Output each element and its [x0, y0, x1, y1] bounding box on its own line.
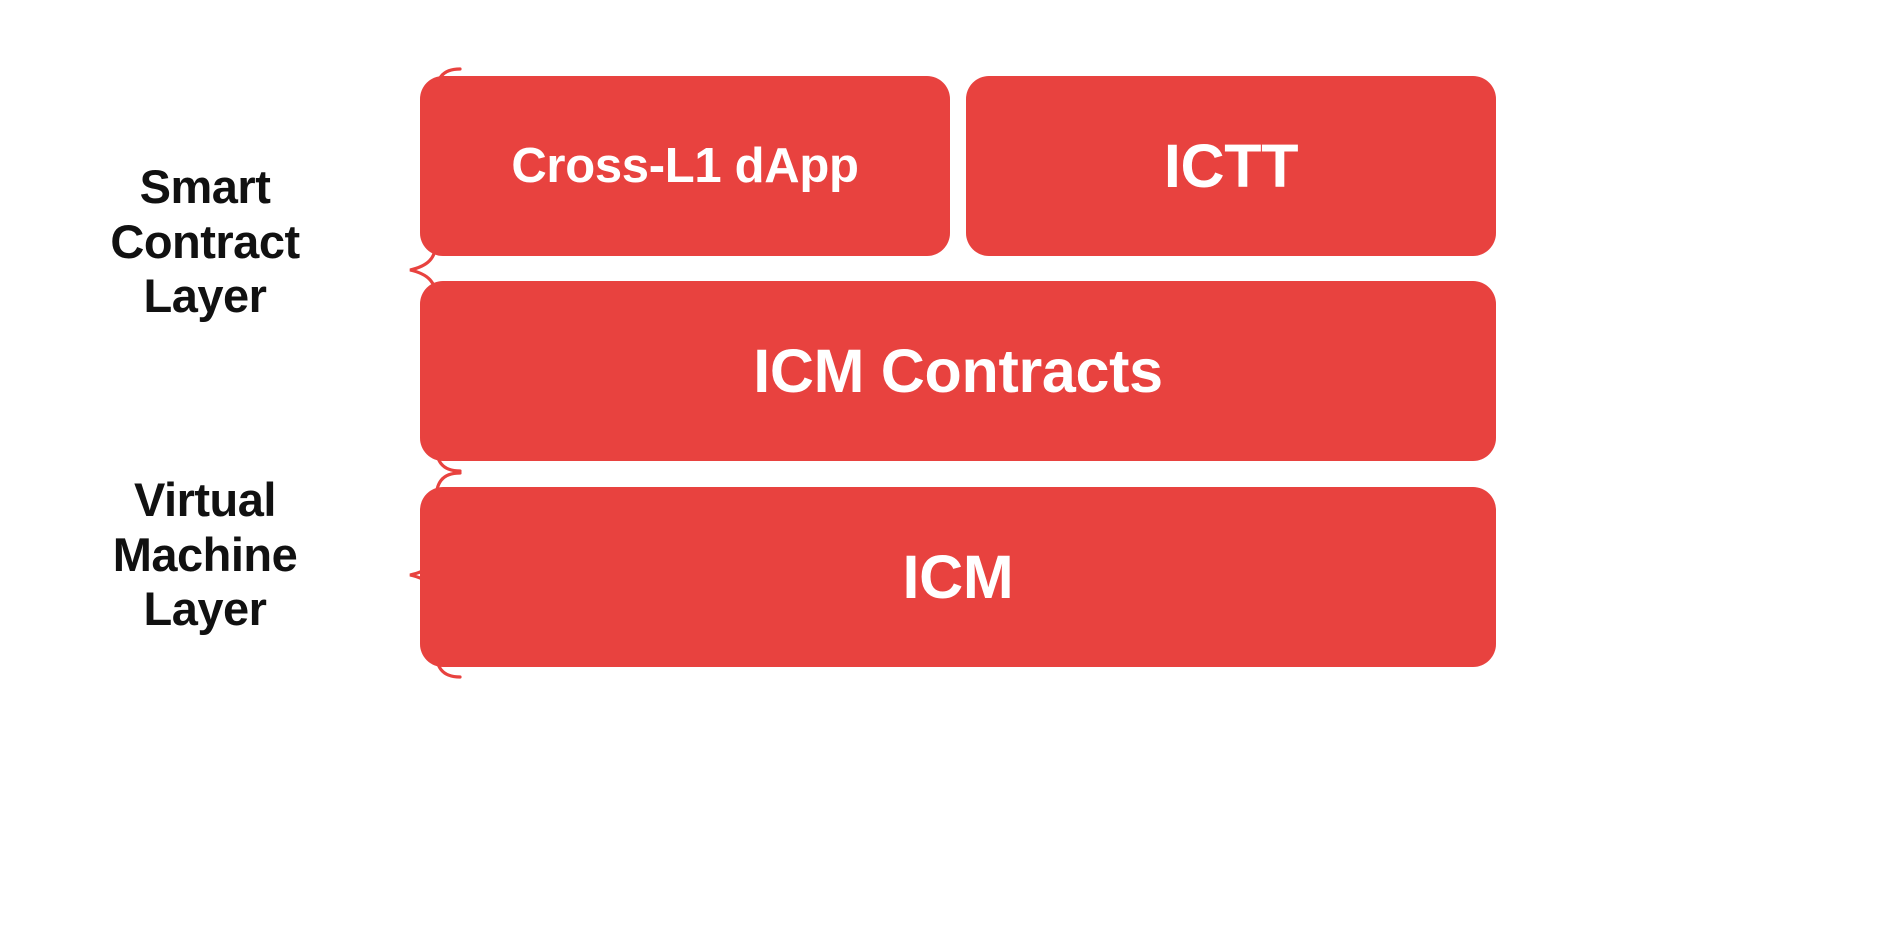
layer-label-smart-contract: Smart Contract Layer: [110, 160, 300, 323]
layer-label-virtual-machine: Virtual Machine Layer: [112, 473, 298, 636]
box-icm-label: ICM: [902, 542, 1014, 611]
box-ictt[interactable]: ICTT: [966, 76, 1496, 256]
box-cross-l1-dapp[interactable]: Cross-L1 dApp: [420, 76, 950, 256]
box-icm[interactable]: ICM: [420, 487, 1496, 667]
box-ictt-label: ICTT: [1163, 131, 1299, 200]
box-icm-contracts[interactable]: ICM Contracts: [420, 281, 1496, 461]
box-cross-l1-dapp-label: Cross-L1 dApp: [511, 138, 859, 193]
box-icm-contracts-label: ICM Contracts: [753, 336, 1163, 405]
